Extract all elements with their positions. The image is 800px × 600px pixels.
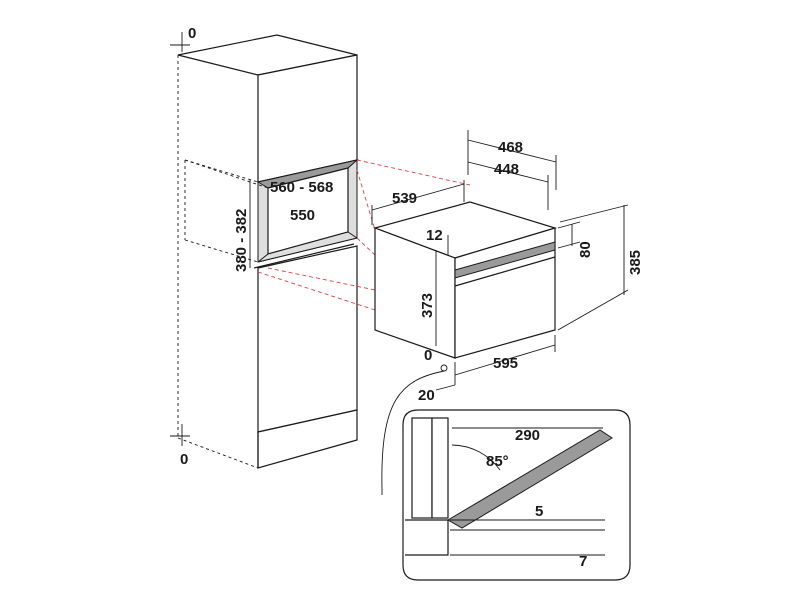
h385-top-ext: [559, 204, 629, 223]
depth-448-dim-line: [467, 161, 549, 183]
proj-bottom-1: [267, 267, 376, 291]
label-oven-side-offset: 20: [418, 387, 435, 404]
detail-door-open: [447, 429, 613, 529]
dimension-labels: 0 0 380 - 382 560 - 568 550 539 468 448 …: [180, 25, 644, 570]
label-oven-panel-height: 80: [577, 241, 594, 258]
oven-front-face: [454, 227, 556, 359]
proj-top-back: [356, 159, 471, 186]
niche-depth-hidden-top: [184, 159, 269, 189]
h80-bottom-ext: [557, 241, 581, 249]
label-oven-top-depth-a: 468: [498, 139, 523, 156]
detail-oven-front: [431, 417, 449, 519]
h80-top-ext: [557, 221, 581, 229]
cabinet-bottom-edge-hidden: [177, 437, 259, 469]
niche-bottom-hidden: [184, 239, 259, 263]
detail-angle-arc: [451, 444, 501, 471]
niche-top-hidden: [184, 159, 259, 183]
oven-door-top-edge: [454, 256, 556, 287]
offset20-dim-line: [435, 384, 456, 391]
label-oven-top-depth-b: 448: [494, 161, 519, 178]
detail-leader: [381, 370, 445, 495]
detail-shelf: [405, 519, 449, 556]
oven: [371, 130, 629, 495]
w595-dim-line: [454, 344, 556, 376]
depth-468-dim-line: [467, 139, 557, 163]
label-bottom-clearance: 0: [180, 451, 188, 468]
label-door-gap-a: 5: [535, 503, 543, 520]
label-door-angle: 85°: [486, 453, 509, 470]
label-top-clearance: 0: [188, 25, 196, 42]
oven-control-strip: [454, 241, 556, 279]
label-niche-height: 380 - 382: [233, 209, 250, 272]
detail-view: [402, 409, 631, 581]
proj-mid: [356, 237, 376, 256]
label-door-gap-b: 7: [579, 553, 587, 570]
label-niche-width: 560 - 568: [270, 179, 333, 196]
cabinet: [170, 32, 359, 469]
detail-marker: [440, 364, 448, 372]
label-oven-bottom-offset: 0: [424, 347, 432, 364]
h385-bottom-ext: [557, 289, 629, 331]
label-door-depth: 290: [515, 427, 540, 444]
label-oven-total-height: 385: [627, 250, 644, 275]
label-oven-top-offset: 12: [426, 227, 443, 244]
label-oven-width: 595: [493, 355, 518, 372]
detail-frame: [402, 409, 631, 581]
label-oven-body-height: 373: [419, 293, 436, 318]
depth-539-dim-line: [371, 183, 465, 211]
cabinet-front-lower: [257, 245, 358, 433]
detail-cabinet-wall: [411, 417, 433, 519]
label-oven-depth-total: 539: [392, 190, 417, 207]
label-niche-depth: 550: [290, 207, 315, 224]
niche-shelf-edge: [253, 243, 355, 269]
